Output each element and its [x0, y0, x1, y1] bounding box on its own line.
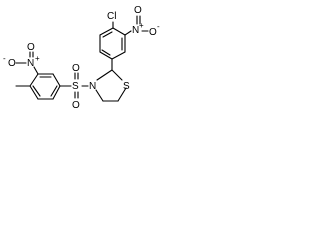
structure-svg: Cl N + O O - S N S O O — [3, 5, 160, 111]
nitro-right-o-top-label: O — [134, 5, 142, 16]
nitro-right-n-label: N — [132, 25, 139, 36]
nitro-left-o-side-label: O — [8, 58, 16, 69]
nitro-left-o-top-label: O — [27, 42, 35, 53]
chloro-label: Cl — [107, 11, 116, 22]
nitro-right-plus: + — [139, 21, 144, 30]
sulfonyl-o-top-label: O — [72, 63, 80, 74]
molecule-diagram: Cl N + O O - S N S O O — [0, 0, 163, 134]
ring-n-label: N — [89, 81, 96, 92]
nitro-right-o-side-label: O — [149, 27, 157, 38]
sulfonyl-o-bottom-label: O — [72, 100, 80, 111]
thiazolidine-ring — [95, 69, 127, 102]
nitro-right-bond — [124, 30, 132, 36]
sulfonyl-s-label: S — [72, 81, 79, 92]
right-benzene-ring — [99, 27, 126, 60]
nitro-left-n-label: N — [27, 58, 34, 69]
nitro-left-minus: - — [3, 54, 6, 63]
nitro-right-minus: - — [157, 22, 160, 31]
left-benzene-ring — [29, 73, 61, 100]
nitro-left-bond — [33, 66, 39, 75]
ring-s-label: S — [123, 81, 130, 92]
nitro-left-plus: + — [35, 54, 40, 63]
